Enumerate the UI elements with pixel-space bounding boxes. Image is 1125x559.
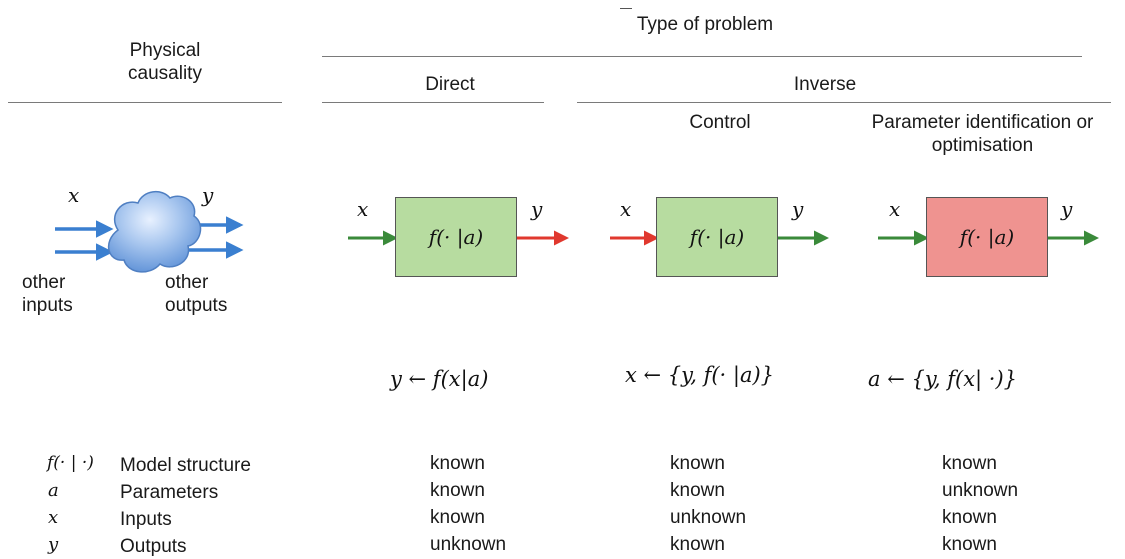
param-function-label: f(· |a) (959, 225, 1015, 249)
label-outputs: Outputs (120, 536, 187, 557)
direct-function-block: f(· |a) (395, 197, 517, 277)
param-equation: a ← {y, f(x| ·)} (868, 367, 1018, 391)
physical-y-label: y (202, 183, 214, 207)
control-function-label: f(· |a) (689, 225, 745, 249)
label-inputs: Inputs (120, 509, 172, 530)
direct-heading: Direct (425, 74, 475, 95)
param-outputs-status: known (942, 534, 997, 555)
other-outputs-label: other outputs (165, 272, 228, 316)
symbol-outputs: y (48, 534, 59, 555)
label-model-structure: Model structure (120, 455, 251, 476)
symbol-inputs: x (48, 507, 59, 528)
label-parameters: Parameters (120, 482, 219, 503)
param-function-block: f(· |a) (926, 197, 1048, 277)
direct-inputs-status: known (430, 507, 485, 528)
symbol-model-structure: f(· | ·) (47, 453, 94, 473)
rule-direct (322, 102, 544, 103)
control-y-label: y (792, 197, 804, 221)
inverse-heading: Inverse (793, 74, 857, 95)
param-y-label: y (1061, 197, 1073, 221)
control-parameters-status: known (670, 480, 725, 501)
control-heading: Control (689, 112, 751, 133)
control-inputs-status: unknown (670, 507, 747, 528)
rule-type-of-problem (322, 56, 1082, 57)
rule-physical (8, 102, 282, 103)
parameter-identification-heading: Parameter identification or optimisation (871, 112, 1094, 156)
control-function-block: f(· |a) (656, 197, 778, 277)
physical-causality-heading: Physical causality (128, 40, 202, 84)
control-model-structure-status: known (670, 453, 725, 474)
rule-mark (620, 8, 632, 9)
control-equation: x ← {y, f(· |a)} (625, 363, 775, 387)
cloud-icon (107, 191, 202, 273)
param-parameters-status: unknown (942, 480, 1019, 501)
direct-equation: y ← f(x|a) (390, 367, 489, 391)
direct-function-label: f(· |a) (428, 225, 484, 249)
rule-inverse (577, 102, 1111, 103)
symbol-parameters: a (48, 480, 59, 501)
param-x-label: x (889, 197, 901, 221)
other-inputs-label: other inputs (22, 272, 73, 316)
param-inputs-status: known (942, 507, 997, 528)
direct-model-structure-status: known (430, 453, 485, 474)
control-x-label: x (620, 197, 632, 221)
type-of-problem-heading: Type of problem (636, 14, 774, 35)
direct-outputs-status: unknown (430, 534, 507, 555)
direct-x-label: x (357, 197, 369, 221)
direct-parameters-status: known (430, 480, 485, 501)
param-model-structure-status: known (942, 453, 997, 474)
control-outputs-status: known (670, 534, 725, 555)
direct-y-label: y (531, 197, 543, 221)
physical-x-label: x (68, 183, 80, 207)
